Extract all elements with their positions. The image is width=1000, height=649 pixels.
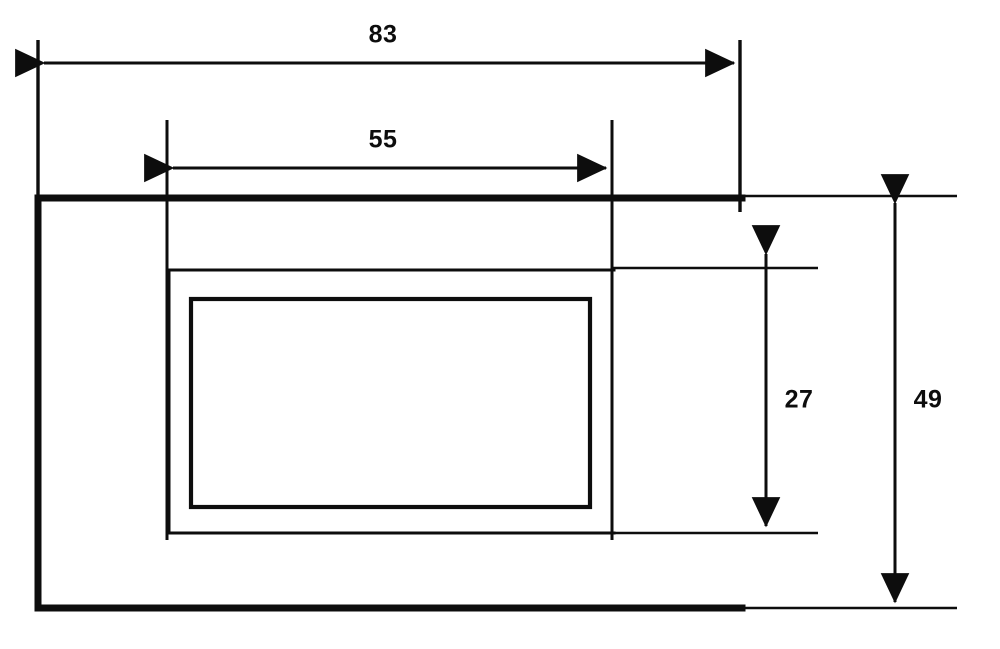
dimension-label-height-inner: 27: [785, 386, 814, 414]
dimension-label-height-overall: 49: [914, 386, 943, 414]
dimension-label-width-overall: 83: [369, 21, 398, 49]
part-geometry: [34, 194, 746, 612]
pocket-outline: [167, 268, 616, 535]
dimension-label-width-inner: 55: [369, 126, 398, 154]
pocket-inner-outline: [188, 296, 593, 510]
dimension-lines: [15, 48, 910, 604]
outer-profile: [34, 194, 746, 612]
extension-lines: [36, 40, 957, 610]
dimension-labels: 83 55 27 49: [369, 21, 943, 414]
